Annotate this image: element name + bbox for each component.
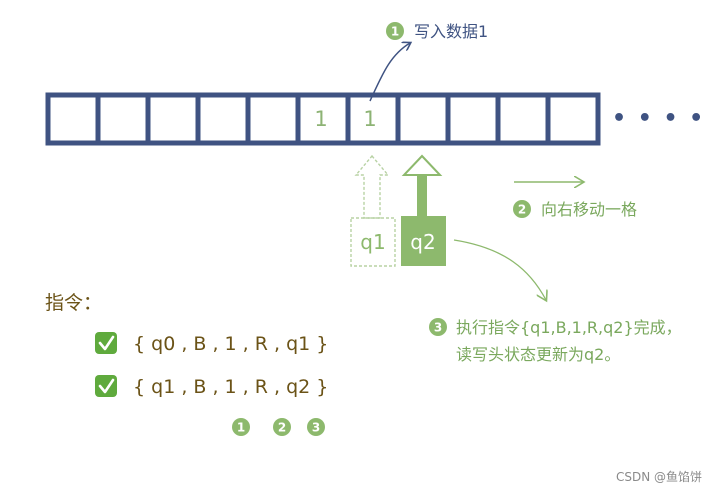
current-head-stem [417, 175, 427, 217]
check-icon [95, 332, 117, 354]
previous-head-arrow [354, 154, 390, 219]
write-annotation: 1 写入数据1 [369, 22, 488, 102]
instructions: 指令： { q0 , B , 1 , R , q1 } { q1 , B , 1… [45, 292, 328, 436]
marker-3-number: 3 [312, 421, 320, 435]
previous-head: q1 [350, 154, 396, 267]
move-annotation: 2 向右移动一格 [513, 182, 637, 219]
instruction-item: { q0 , B , 1 , R , q1 } [133, 333, 328, 355]
tape-cell [395, 92, 451, 146]
tape: 1 1 • • • • • • [45, 92, 710, 146]
step-3-number: 3 [434, 321, 442, 335]
tape-cell-value: 1 [363, 107, 376, 131]
execute-annotation: 3 执行指令{q1,B,1,R,q2}完成， 读写头状态更新为q2。 [429, 239, 682, 364]
instructions-title: 指令： [45, 292, 102, 314]
tape-cell-value: 1 [314, 107, 327, 131]
tape-cell [345, 92, 401, 146]
check-mark [98, 378, 115, 394]
marker-1-number: 1 [237, 421, 245, 435]
write-arrow [369, 43, 410, 102]
marker-2-number: 2 [278, 421, 286, 435]
tape-cell [145, 92, 201, 146]
tape-cell [195, 92, 251, 146]
check-icon [95, 375, 117, 397]
step-3-icon [429, 318, 447, 336]
marker-3-icon [307, 418, 325, 436]
current-head-state: q2 [410, 230, 435, 254]
previous-head-state: q1 [360, 230, 385, 254]
tape-cell [245, 92, 301, 146]
step-1-icon [386, 22, 404, 40]
current-head-arrowhead [401, 154, 443, 176]
current-head: q2 [401, 154, 446, 266]
tape-cell [295, 92, 351, 146]
execute-arrow [453, 239, 546, 300]
current-head-box [401, 216, 446, 266]
watermark: CSDN @鱼馅饼 [616, 469, 702, 484]
execute-label-line1: 执行指令{q1,B,1,R,q2}完成， [456, 318, 682, 337]
tape-cell [95, 92, 151, 146]
previous-head-box [350, 217, 396, 267]
tape-cell [495, 92, 551, 146]
step-2-number: 2 [518, 203, 526, 217]
step-2-icon [513, 200, 531, 218]
tape-cell [445, 92, 501, 146]
tape-cell [45, 92, 101, 146]
check-mark [98, 335, 115, 351]
move-label: 向右移动一格 [541, 200, 637, 219]
write-label: 写入数据1 [414, 22, 488, 41]
execute-label-line2: 读写头状态更新为q2。 [456, 345, 620, 364]
marker-2-icon [273, 418, 291, 436]
instruction-item: { q1 , B , 1 , R , q2 } [133, 376, 328, 398]
tape-continuation: • • • • • • [612, 106, 710, 131]
marker-1-icon [232, 418, 250, 436]
step-1-number: 1 [391, 25, 399, 39]
tape-cell [545, 92, 601, 146]
